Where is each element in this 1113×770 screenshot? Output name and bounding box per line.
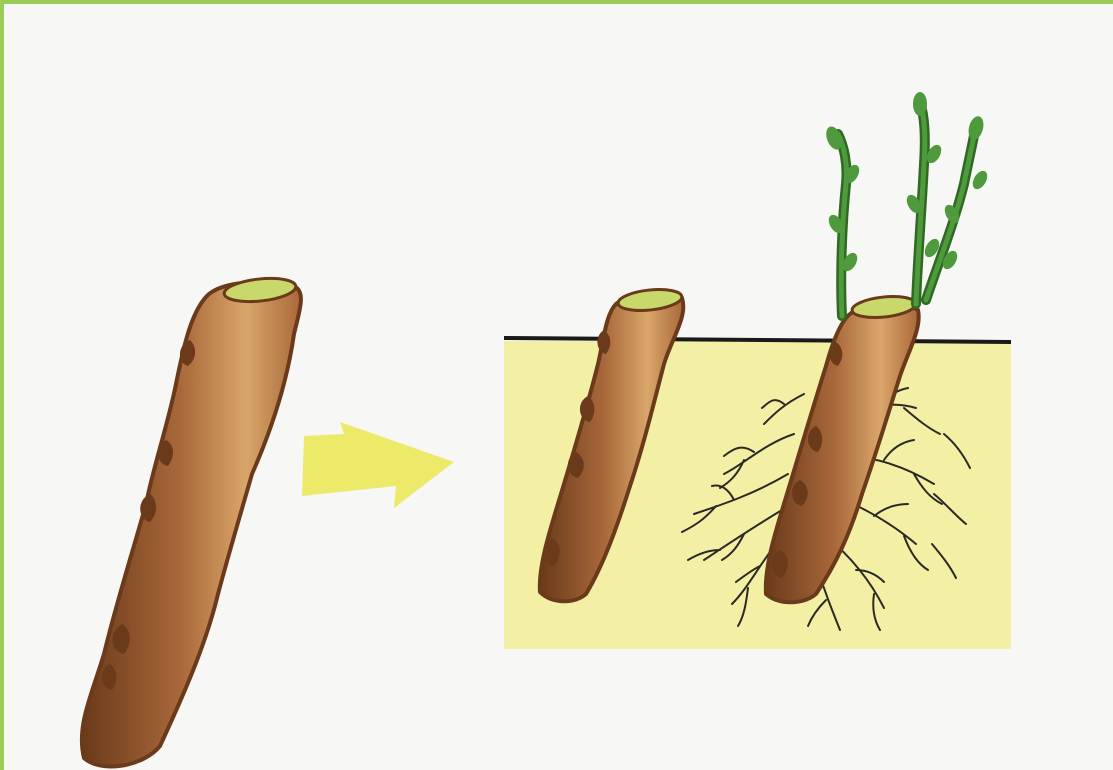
right-arrow-icon [302,422,454,508]
stem-cutting-icon [82,275,301,766]
diagram-canvas [4,4,1113,770]
